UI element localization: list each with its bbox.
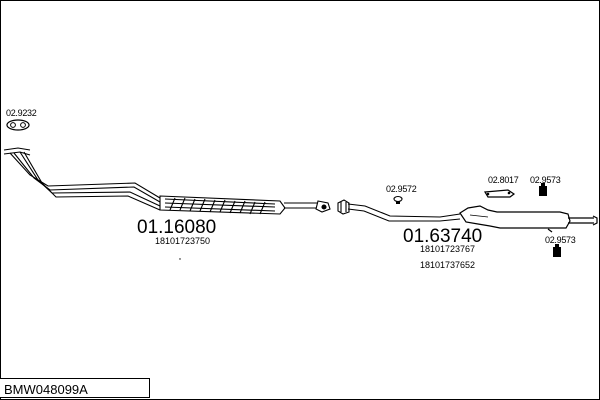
label-rubber-mount-bottom: 02.9573 [545, 235, 576, 245]
rubber-mount-top-icon [539, 183, 547, 196]
label-clamp: 02.9572 [386, 184, 417, 194]
rear-silencer-drawing [459, 205, 598, 233]
label-rear-silencer-oe-1: 18101723767 [420, 244, 476, 254]
rear-pipe-drawing [347, 203, 461, 222]
label-rubber-mount-top: 02.9573 [530, 175, 561, 185]
label-rear-silencer-oe-2: 18101737652 [420, 260, 476, 270]
label-gasket-front: 02.9232 [6, 108, 37, 118]
rubber-mount-bottom-icon [553, 244, 561, 257]
stray-dot [179, 258, 181, 260]
part-code-box: BMW048099A [0, 378, 150, 398]
clamp-icon [337, 199, 350, 215]
mount-strip-icon [483, 189, 516, 198]
label-rear-silencer: 01.63740 [403, 226, 483, 247]
label-front-pipe: 01.16080 [137, 217, 217, 238]
front-pipe-drawing [3, 147, 331, 215]
label-mount-strip: 02.8017 [488, 175, 519, 185]
gasket-icon [6, 119, 30, 131]
small-clamp-icon [393, 195, 403, 204]
part-code: BMW048099A [4, 382, 88, 397]
label-front-pipe-oe: 18101723750 [155, 236, 211, 246]
